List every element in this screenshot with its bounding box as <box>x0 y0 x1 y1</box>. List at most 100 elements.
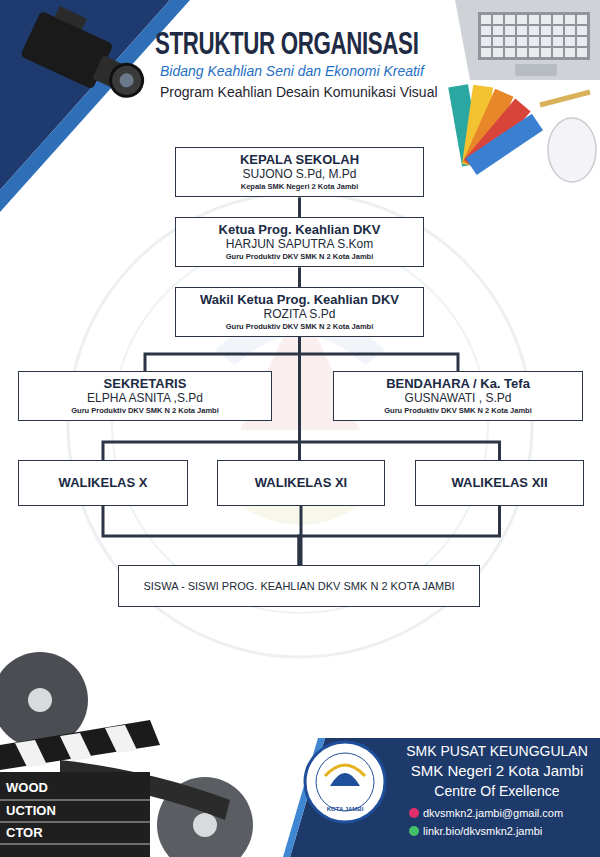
laptop-key <box>541 26 551 35</box>
laptop-key <box>481 15 491 24</box>
clapper-arm <box>0 720 160 770</box>
swatch <box>466 114 544 175</box>
connector-line <box>298 267 301 287</box>
person-name: ROZITA S.Pd <box>264 308 336 322</box>
laptop-key <box>493 48 503 57</box>
laptop-key <box>577 48 587 57</box>
laptop-key <box>517 26 527 35</box>
logo-ring <box>305 742 385 822</box>
mouse-icon <box>548 118 596 182</box>
footer-school: SMK Negeri 2 Kota Jambi <box>411 763 584 780</box>
laptop-key <box>505 37 515 46</box>
box-heading: SEKRETARIS <box>104 377 187 392</box>
laptop-key <box>553 48 563 57</box>
camera-glass <box>117 71 136 90</box>
laptop-key <box>493 15 503 24</box>
contact-link: linkr.bio/dkvsmkn2.jambi <box>423 825 542 837</box>
camera-icon <box>20 0 158 108</box>
clapper-stripe <box>105 725 137 753</box>
logo-emblem <box>325 765 365 776</box>
box-heading: WALIKELAS XII <box>451 476 547 491</box>
laptop-key <box>493 26 503 35</box>
laptop-key <box>577 15 587 24</box>
pencil-icon <box>540 92 590 105</box>
laptop-key <box>493 37 503 46</box>
role-note: Kepala SMK Negeri 2 Kota Jambi <box>241 183 359 192</box>
box-heading: SISWA - SISWI PROG. KEAHLIAN DKV SMK N 2… <box>143 580 454 593</box>
subtitle: Program Keahlian Desain Komunikasi Visua… <box>160 85 438 100</box>
poster-title: STRUKTUR ORGANISASI <box>155 26 418 62</box>
group-box: SISWA - SISWI PROG. KEAHLIAN DKV SMK N 2… <box>118 565 480 607</box>
connector-line <box>299 506 500 565</box>
group-box: WALIKELAS XII <box>415 460 584 506</box>
film-reel-hub <box>193 813 217 837</box>
person-name: SUJONO S.Pd, M.Pd <box>242 168 356 182</box>
laptop-key <box>529 48 539 57</box>
clapper-slate <box>0 772 150 857</box>
role-note: Guru Produktiv DKV SMK N 2 Kota Jambi <box>226 323 374 332</box>
laptop-key <box>541 15 551 24</box>
laptop-key <box>529 37 539 46</box>
slate-line <box>0 844 150 845</box>
laptop-key <box>517 48 527 57</box>
role-note: Guru Produktiv DKV SMK N 2 Kota Jambi <box>226 253 374 262</box>
laptop-key <box>565 37 575 46</box>
watermark <box>68 193 532 657</box>
group-box: WALIKELAS XI <box>217 460 385 506</box>
connector-line <box>103 506 299 565</box>
laptop-key <box>517 15 527 24</box>
linktree-icon <box>409 826 419 836</box>
footer-band <box>290 738 600 857</box>
film-reel-hub <box>28 688 52 712</box>
logo-text: KOTA JAMBI <box>327 806 364 813</box>
laptop-key <box>529 15 539 24</box>
connector-line <box>145 337 300 371</box>
box-heading: WALIKELAS XI <box>255 476 347 491</box>
laptop-key <box>553 26 563 35</box>
box-heading: KEPALA SEKOLAH <box>240 153 359 168</box>
laptop-touchpad <box>515 64 557 76</box>
person-name: HARJUN SAPUTRA S.Kom <box>226 238 373 252</box>
box-heading: Ketua Prog. Keahlian DKV <box>219 223 381 238</box>
footer-tagline: Centre Of Exellence <box>434 784 559 799</box>
laptop-key <box>577 37 587 46</box>
slate-line <box>0 822 150 823</box>
position-box: SEKRETARISELPHA ASNITA ,S.PdGuru Produkt… <box>18 371 272 421</box>
clapperboard <box>0 720 160 857</box>
logo-emblem <box>330 773 360 786</box>
footer-heading: SMK PUSAT KEUNGGULAN <box>406 744 588 759</box>
laptop-key <box>505 26 515 35</box>
clapper-stripe <box>15 740 47 767</box>
camera-lens <box>105 59 148 102</box>
camera-top <box>55 6 87 30</box>
watermark-ring <box>68 193 532 657</box>
slate-text: CTOR <box>6 826 43 840</box>
laptop-key <box>541 48 551 57</box>
laptop-key <box>553 37 563 46</box>
laptop-key <box>481 26 491 35</box>
laptop-key <box>565 48 575 57</box>
laptop-key <box>481 37 491 46</box>
instagram-icon <box>409 808 419 818</box>
subtitle: Bidang Keahlian Seni dan Ekonomi Kreatif <box>160 64 424 79</box>
person-name: GUSNAWATI , S.Pd <box>405 392 512 406</box>
laptop-key <box>565 26 575 35</box>
laptop-key <box>481 48 491 57</box>
person-name: ELPHA ASNITA ,S.Pd <box>87 392 203 406</box>
laptop-keyboard <box>478 12 590 60</box>
laptop-key <box>505 15 515 24</box>
laptop-key <box>577 26 587 35</box>
position-box: KEPALA SEKOLAHSUJONO S.Pd, M.PdKepala SM… <box>175 147 424 197</box>
slate-text: WOOD <box>6 781 48 795</box>
contact-email: dkvsmkn2.jambi@gmail.com <box>423 807 563 819</box>
school-logo <box>305 742 385 822</box>
connector-line <box>300 337 459 371</box>
box-heading: BENDAHARA / Ka. Tefa <box>386 377 530 392</box>
film-reels <box>0 652 253 857</box>
slate-text: UCTION <box>6 804 56 818</box>
position-box: BENDAHARA / Ka. TefaGUSNAWATI , S.PdGuru… <box>333 371 583 421</box>
laptop-key <box>553 15 563 24</box>
box-heading: WALIKELAS X <box>59 476 148 491</box>
laptop-key <box>541 37 551 46</box>
